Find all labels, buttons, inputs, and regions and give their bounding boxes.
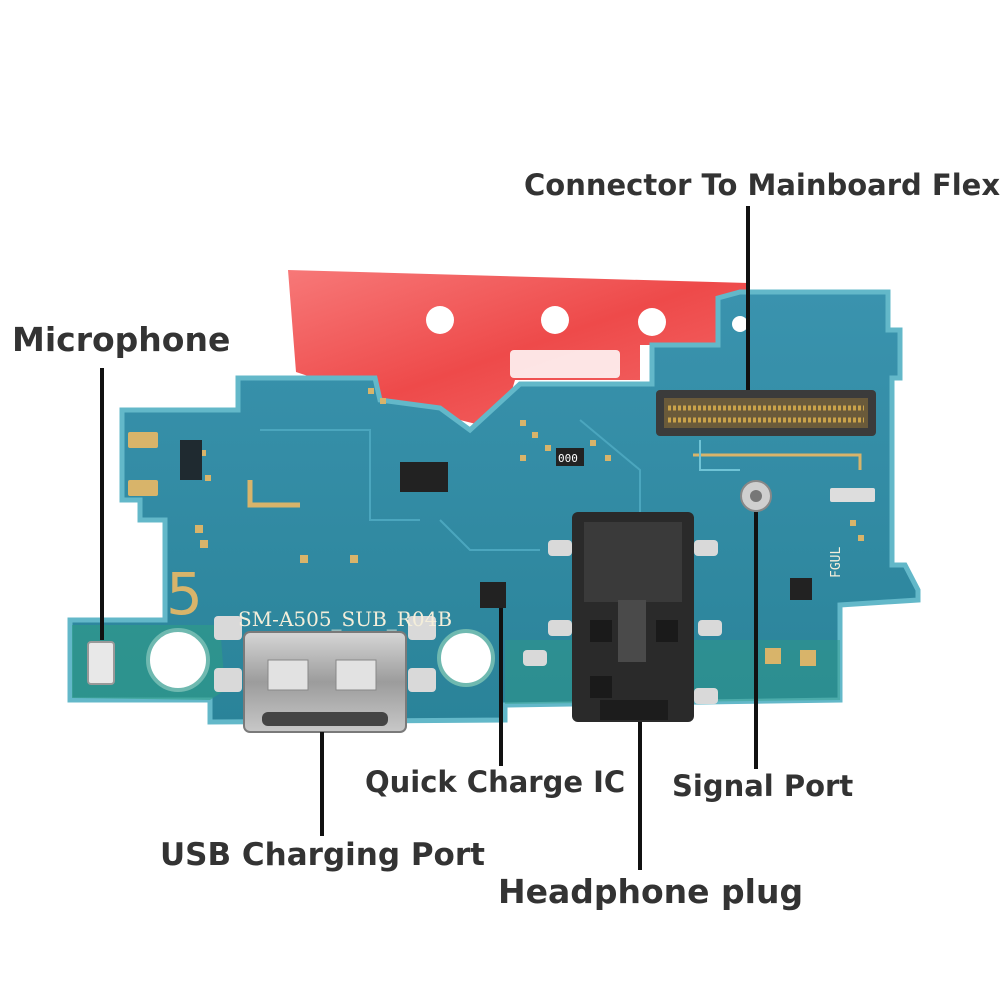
- usb-port-callout-label: USB Charging Port: [160, 837, 485, 873]
- headphone-jack: [523, 512, 722, 722]
- red-flex-tape: [288, 270, 748, 430]
- mainboard-connector: [656, 390, 876, 436]
- microphone-leader-line: [100, 368, 104, 640]
- connector-leader-line: [746, 206, 750, 390]
- signal-port-callout-label: Signal Port: [672, 769, 854, 803]
- quick-charge-callout-label: Quick Charge IC: [365, 765, 626, 799]
- usb-port-leader-line: [320, 732, 324, 836]
- quick-charge-leader-line: [499, 608, 503, 766]
- headphone-leader-line: [638, 722, 642, 870]
- chip-marking-text: 000: [558, 452, 578, 465]
- usb-c-port: [214, 616, 436, 733]
- microphone-callout-label: Microphone: [12, 320, 231, 359]
- headphone-callout-label: Headphone plug: [498, 872, 804, 911]
- silkscreen-side-text: FGUL: [829, 547, 844, 578]
- signal-port-leader-line: [754, 512, 758, 769]
- connector-callout-label: Connector To Mainboard Flex: [524, 168, 1000, 202]
- silkscreen-number-text: 5: [166, 560, 203, 628]
- signal-port: [740, 480, 772, 512]
- silkscreen-model-text: SM-A505_SUB_R04B: [238, 607, 452, 631]
